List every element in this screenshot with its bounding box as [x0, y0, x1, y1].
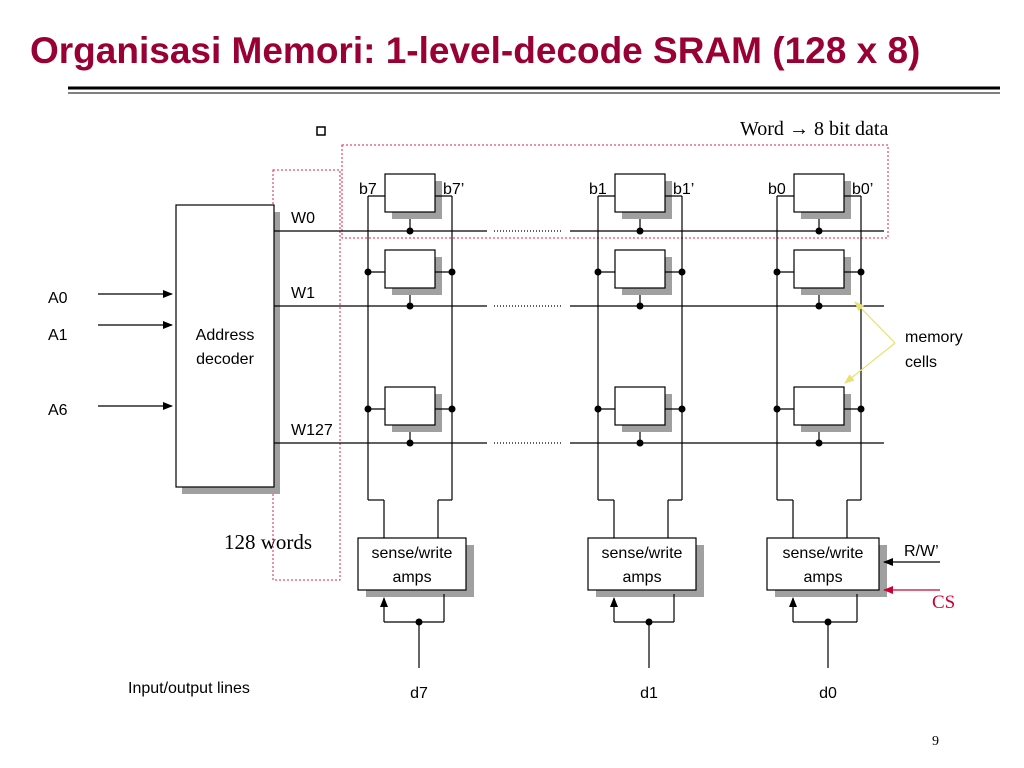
memory-cells-label-line1: memory	[905, 329, 963, 346]
data-output-d7: d7	[410, 685, 428, 702]
memory-cell	[594, 249, 686, 310]
sense-write-amp: sense/write amps	[587, 537, 704, 597]
amp-label-line1: sense/write	[372, 545, 453, 562]
sense-write-amp: sense/write amps	[766, 537, 887, 597]
memory-cell	[594, 386, 686, 447]
word-line-label-w127: W127	[291, 422, 333, 439]
bit-column-b1: b1 b1’	[587, 173, 704, 702]
control-signals: R/W’ CS	[883, 543, 955, 613]
word-line-label-w0: W0	[291, 210, 315, 227]
decoder-label-line1: Address	[196, 327, 255, 344]
word-highlight-box	[341, 144, 889, 239]
memory-cell	[364, 249, 456, 310]
bit-label-b7: b7	[359, 181, 377, 198]
bullet-square	[316, 126, 326, 136]
amp-label-line1: sense/write	[783, 545, 864, 562]
bitbar-label-b7: b7’	[443, 181, 464, 198]
amp-label-line1: sense/write	[602, 545, 683, 562]
bit-label-b1: b1	[589, 181, 607, 198]
amp-label-line2: amps	[622, 569, 661, 586]
memory-cell	[777, 173, 861, 235]
cs-label: CS	[932, 592, 955, 613]
memory-cell	[773, 386, 865, 447]
memory-cells-label-line2: cells	[905, 354, 937, 371]
data-output-d0: d0	[819, 685, 837, 702]
amp-label-line2: amps	[392, 569, 431, 586]
slide-title: Organisasi Memori: 1-level-decode SRAM (…	[30, 30, 921, 71]
memory-cell	[598, 173, 682, 235]
bit-column-b7: b7 b7’	[357, 173, 474, 702]
address-inputs: A0 A1 A6	[48, 290, 173, 419]
amp-label-line2: amps	[803, 569, 842, 586]
address-decoder: Address decoder	[175, 204, 280, 494]
io-lines-label: Input/output lines	[128, 680, 250, 697]
title-underline	[68, 86, 1000, 94]
data-output-d1: d1	[640, 685, 658, 702]
bitbar-label-b1: b1’	[673, 181, 694, 198]
page-number: 9	[932, 734, 939, 749]
bit-column-b0: b0 b0’	[766, 173, 887, 702]
memory-cell	[368, 173, 452, 235]
memory-cells-callout: memory cells	[844, 301, 963, 384]
word-lines: W0 W1 W127	[274, 210, 884, 444]
address-label-a6: A6	[48, 402, 68, 419]
memory-cell	[773, 249, 865, 310]
rw-label: R/W’	[904, 543, 939, 560]
address-label-a0: A0	[48, 290, 68, 307]
sense-write-amp: sense/write amps	[357, 537, 474, 597]
word-line-label-w1: W1	[291, 285, 315, 302]
bit-label-b0: b0	[768, 181, 786, 198]
address-label-a1: A1	[48, 327, 68, 344]
bitbar-label-b0: b0’	[852, 181, 873, 198]
word-caption: Word → 8 bit data	[740, 118, 888, 140]
decoder-label-line2: decoder	[196, 351, 254, 368]
words-caption: 128 words	[224, 530, 312, 554]
memory-cell	[364, 386, 456, 447]
